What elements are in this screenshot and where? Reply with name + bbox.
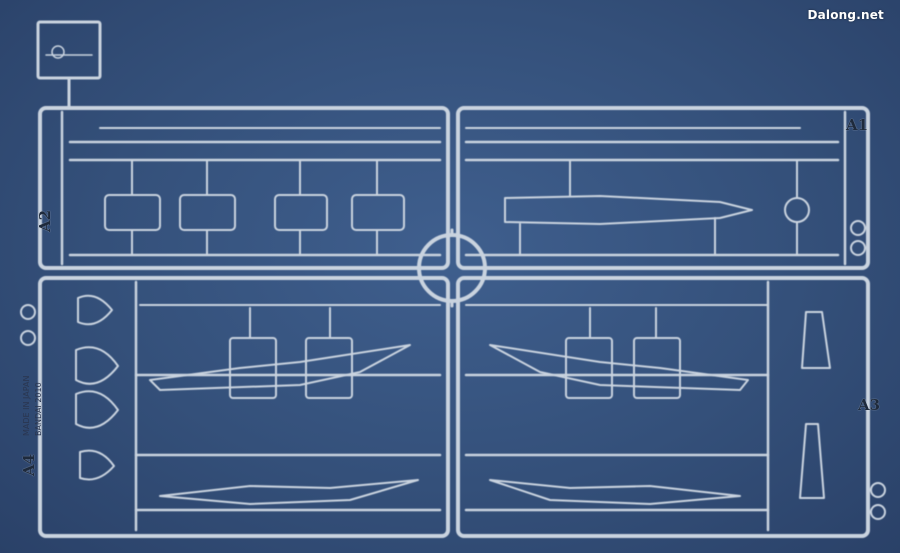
mold-text-line2: BANDAI 2010 — [34, 382, 43, 436]
gate-label-a3: A3 — [858, 396, 881, 414]
frame-a1 — [456, 106, 870, 270]
tag-sprue — [36, 20, 102, 110]
gate-label-a2: A2 — [36, 209, 54, 232]
a2-parts — [104, 159, 405, 256]
a1-parts — [504, 159, 810, 256]
a3-parts — [489, 307, 831, 505]
a4-parts — [75, 294, 419, 505]
frame-a4 — [38, 276, 450, 538]
gate-label-a4: A4 — [20, 453, 38, 476]
watermark-text: Dalong.net — [807, 8, 884, 22]
mold-text-line1: MADE IN JAPAN — [22, 375, 31, 436]
gate-label-a1: A1 — [846, 116, 869, 134]
frame-a2 — [38, 106, 450, 270]
central-ring — [417, 228, 487, 308]
sprue-tabs — [20, 220, 886, 520]
